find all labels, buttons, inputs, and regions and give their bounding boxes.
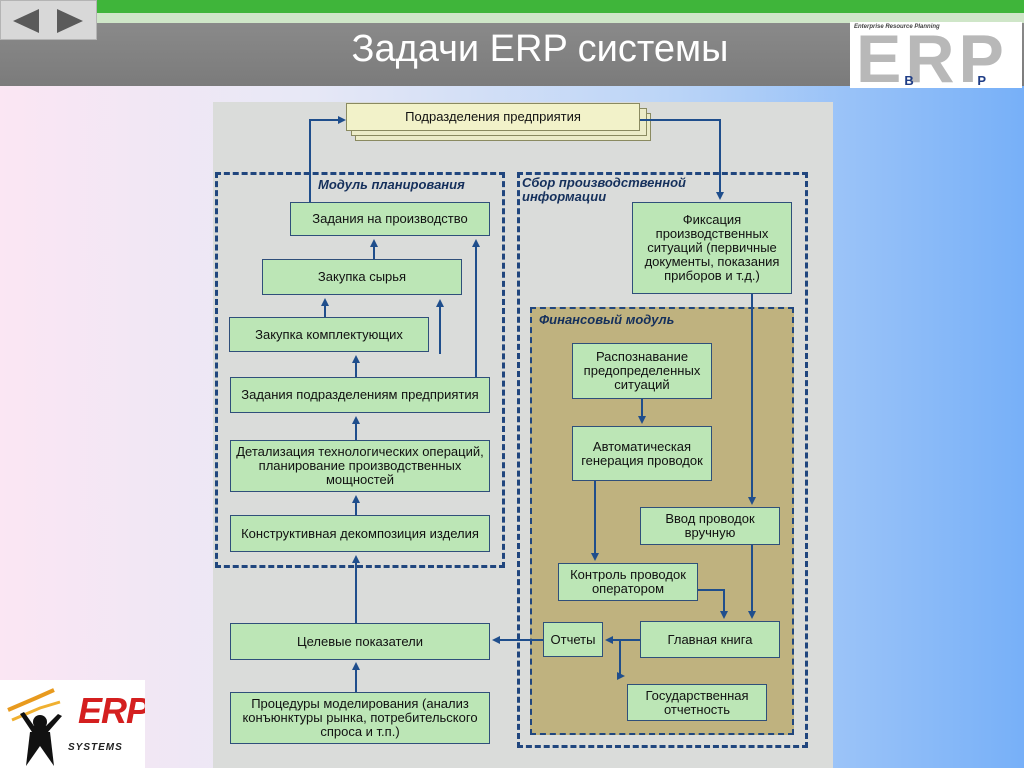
box-parts-purchase: Закупка комплектующих: [229, 317, 429, 352]
planning-module-frame: [215, 172, 505, 568]
box-manual-entry: Ввод проводок вручную: [640, 507, 780, 545]
slide-navigation: [0, 0, 97, 40]
erp-systems-sub: SYSTEMS: [68, 742, 123, 753]
box-general-ledger: Главная книга: [640, 621, 780, 658]
erp-logo-mark: ERP: [856, 22, 1008, 88]
box-enterprise-divisions: Подразделения предприятия: [346, 103, 640, 131]
erp-systems-logo: ERP SYSTEMS: [0, 680, 145, 768]
conductor-figure-icon: [7, 688, 62, 766]
planning-module-title: Модуль планирования: [316, 177, 467, 192]
slide-title: Задачи ERP системы: [351, 28, 729, 70]
accent-stripe-light: [97, 13, 1024, 23]
erp-systems-mark: ERP: [78, 690, 145, 731]
box-raw-purchase: Закупка сырья: [262, 259, 462, 295]
accent-stripe: [97, 0, 1024, 13]
box-division-tasks: Задания подразделениям предприятия: [230, 377, 490, 413]
finance-module-title: Финансовый модуль: [537, 312, 677, 327]
box-recognition: Распознавание предопределенных ситуаций: [572, 343, 712, 399]
erp-logo-tagline: Enterprise Resource Planning: [854, 24, 940, 30]
erp-logo: Enterprise Resource Planning ERP B P: [850, 22, 1022, 88]
triangle-right-icon[interactable]: [51, 6, 87, 36]
box-auto-generation: Автоматическая генерация проводок: [572, 426, 712, 481]
triangle-left-icon[interactable]: [9, 6, 45, 36]
box-reports: Отчеты: [543, 622, 603, 657]
box-production-tasks: Задания на производство: [290, 202, 490, 236]
collection-title: Сбор производственной информации: [520, 176, 734, 204]
box-detailing: Детализация технологических операций, пл…: [230, 440, 490, 492]
box-decomposition: Конструктивная декомпозиция изделия: [230, 515, 490, 552]
box-target-indicators: Целевые показатели: [230, 623, 490, 660]
box-modeling-procedures: Процедуры моделирования (анализ конъюнкт…: [230, 692, 490, 744]
box-operator-control: Контроль проводок оператором: [558, 563, 698, 601]
box-state-reporting: Государственная отчетность: [627, 684, 767, 721]
erp-logo-sub: B P: [904, 73, 1016, 88]
box-situation-capture: Фиксация производственных ситуаций (перв…: [632, 202, 792, 294]
